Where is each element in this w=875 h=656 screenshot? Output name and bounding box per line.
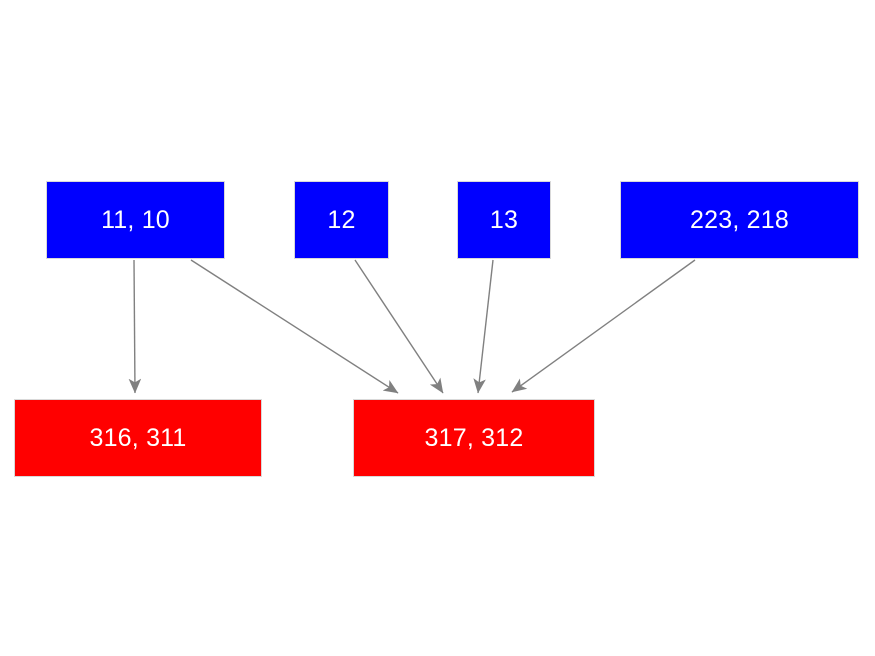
edge-group xyxy=(128,259,696,394)
graph-edge xyxy=(354,259,444,394)
graph-node-13[interactable]: 13 xyxy=(457,181,551,259)
graph-edge xyxy=(128,259,142,394)
graph-node-223-218[interactable]: 223, 218 xyxy=(620,181,859,259)
node-label: 11, 10 xyxy=(101,205,170,234)
graph-edge xyxy=(473,259,494,394)
graph-edge xyxy=(190,259,399,394)
node-label: 316, 311 xyxy=(89,423,187,452)
graph-node-316-311[interactable]: 316, 311 xyxy=(14,399,262,477)
graph-node-11-10[interactable]: 11, 10 xyxy=(46,181,225,259)
graph-edge xyxy=(511,259,696,393)
node-label: 223, 218 xyxy=(690,205,789,234)
graph-node-12[interactable]: 12 xyxy=(294,181,389,259)
node-label: 12 xyxy=(327,205,356,234)
graph-node-317-312[interactable]: 317, 312 xyxy=(353,399,595,477)
node-label: 317, 312 xyxy=(424,423,524,452)
node-label: 13 xyxy=(489,205,519,234)
